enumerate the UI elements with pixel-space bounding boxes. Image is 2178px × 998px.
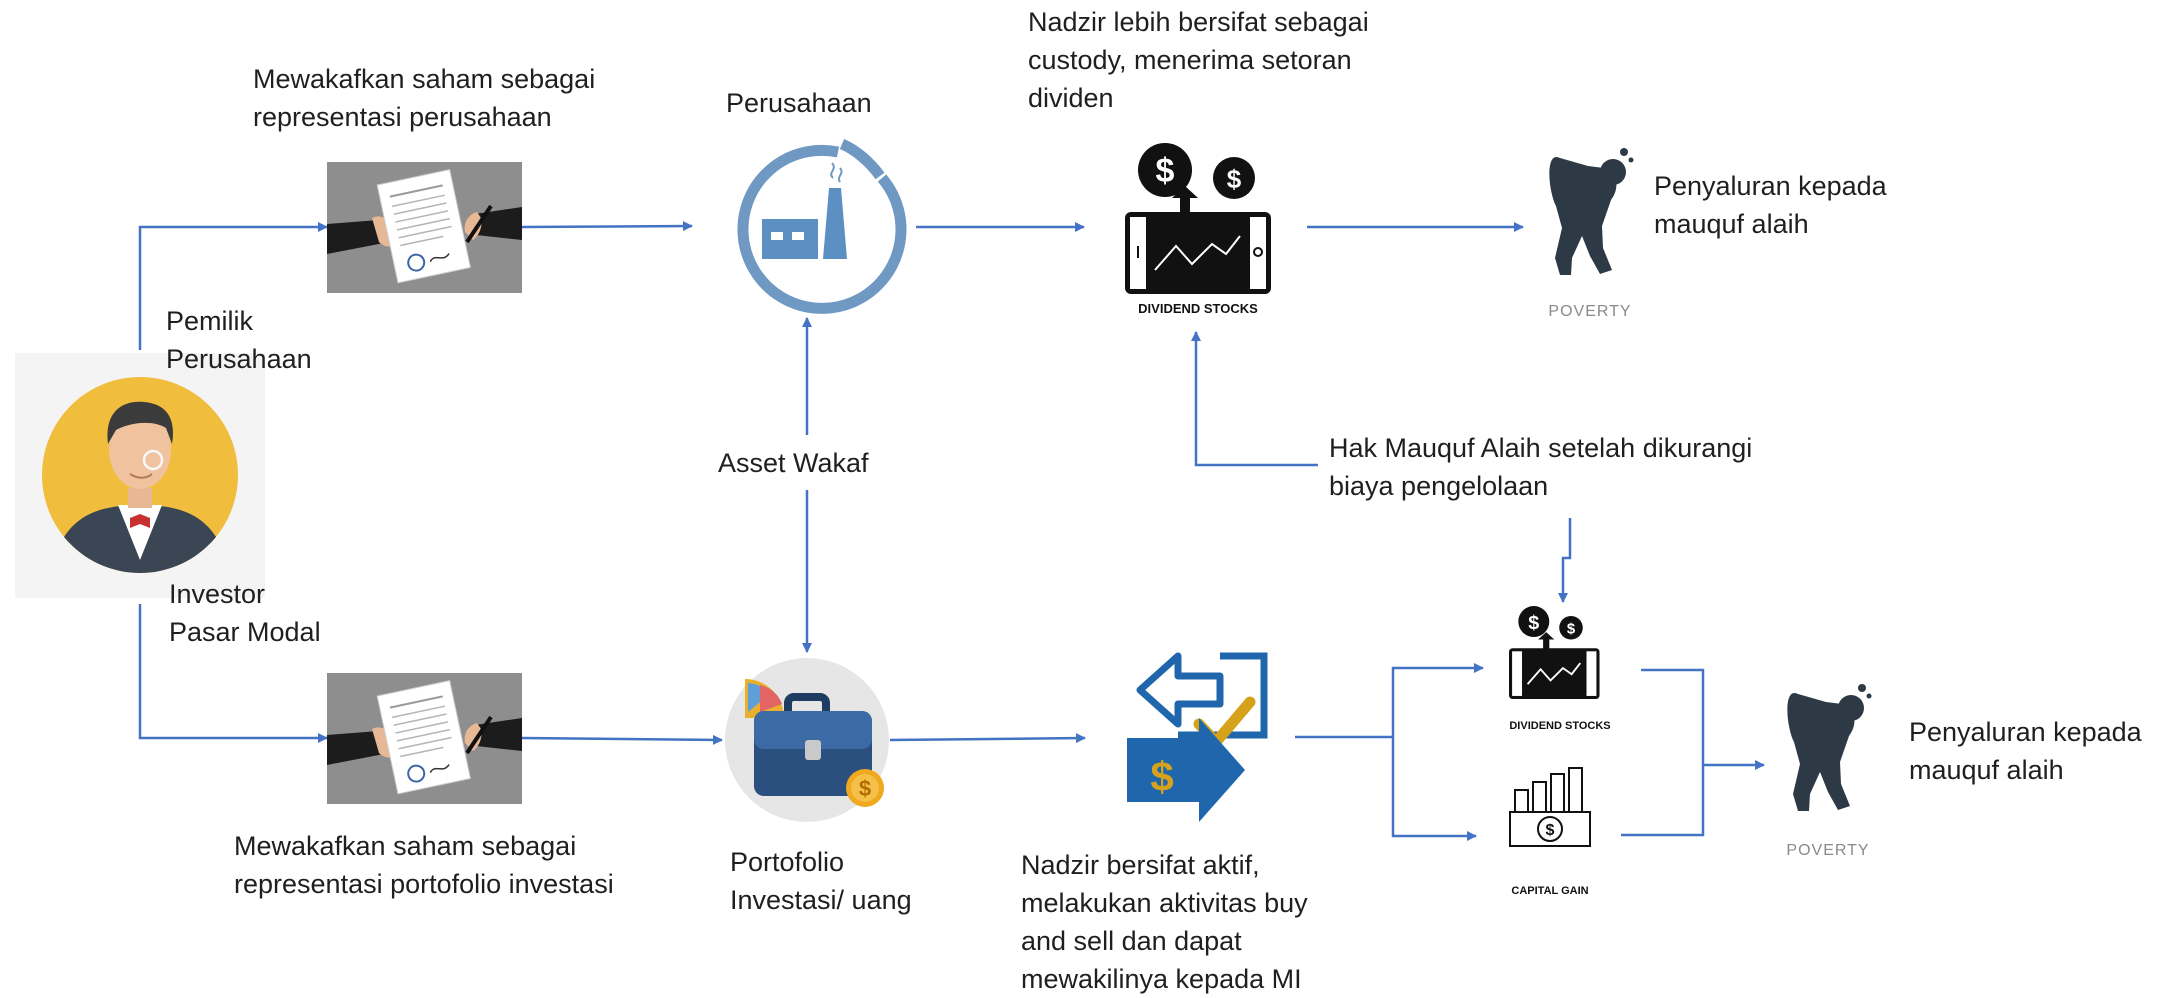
- label-line: dividen: [1028, 83, 1114, 113]
- signing-document-icon: [327, 673, 522, 804]
- arrow-document-to-portofolio: [520, 734, 723, 745]
- label-line: Mewakafkan saham sebagai: [253, 64, 596, 94]
- poverty-icon: POVERTY: [1548, 148, 1634, 320]
- dividend-stocks-icon: $ $ DIVIDEND STOCKS: [1125, 143, 1271, 316]
- svg-text:$: $: [859, 776, 871, 801]
- label-penyaluran-bottom: Penyaluran kepada mauquf alaih: [1909, 713, 2142, 789]
- label-line: mauquf alaih: [1909, 755, 2064, 785]
- label-line: Perusahaan: [166, 344, 312, 374]
- label-line: and sell dan dapat: [1021, 926, 1242, 956]
- capital-gain-caption: CAPITAL GAIN: [1511, 885, 1588, 897]
- svg-text:$: $: [1546, 822, 1555, 839]
- label-mewakafkan-portofolio: Mewakafkan saham sebagai representasi po…: [234, 827, 614, 903]
- label-line: Penyaluran kepada: [1654, 171, 1887, 201]
- arrow-capital-gain-to-merge: [1621, 765, 1705, 837]
- label-line: representasi perusahaan: [253, 102, 552, 132]
- label-line: Pemilik: [166, 306, 254, 336]
- factory-icon: [737, 138, 907, 314]
- arrow-dividend-bottom-to-merge: [1641, 668, 1705, 765]
- arrow-document-to-perusahaan: [520, 221, 693, 232]
- svg-text:$: $: [1227, 164, 1242, 194]
- svg-text:$: $: [1567, 621, 1576, 637]
- label-line: mewakilinya kepada MI: [1021, 964, 1302, 994]
- label-line: Asset Wakaf: [718, 448, 869, 478]
- label-asset-wakaf: Asset Wakaf: [718, 444, 869, 482]
- label-line: Penyaluran kepada: [1909, 717, 2142, 747]
- investor-avatar: [15, 353, 265, 598]
- label-perusahaan: Perusahaan: [726, 84, 872, 122]
- poverty-caption: POVERTY: [1548, 303, 1631, 320]
- label-pemilik-perusahaan: Pemilik Perusahaan: [166, 302, 312, 378]
- label-portofolio-investasi: Portofolio Investasi/ uang: [730, 843, 912, 919]
- label-line: Nadzir lebih bersifat sebagai: [1028, 7, 1369, 37]
- label-line: Portofolio: [730, 847, 845, 877]
- label-line: biaya pengelolaan: [1329, 471, 1549, 501]
- label-line: Mewakafkan saham sebagai: [234, 831, 577, 861]
- label-line: Nadzir bersifat aktif,: [1021, 850, 1260, 880]
- label-line: melakukan aktivitas buy: [1021, 888, 1308, 918]
- exchange-icon: $: [1127, 652, 1268, 822]
- label-line: Pasar Modal: [169, 617, 321, 647]
- label-mewakafkan-perusahaan: Mewakafkan saham sebagai representasi pe…: [253, 60, 595, 136]
- arrow-hak-mauquf-to-dividend-bottom: [1558, 518, 1572, 603]
- connectors: [138, 221, 1765, 841]
- dividend-stocks-caption: DIVIDEND STOCKS: [1138, 301, 1258, 316]
- label-nadzir-custody: Nadzir lebih bersifat sebagai custody, m…: [1028, 3, 1369, 117]
- arrow-split-to-capital-gain: [1391, 737, 1477, 841]
- arrow-hak-mauquf-to-dividend-top: [1191, 331, 1318, 467]
- dividend-stocks-icon: $ $: [1509, 606, 1600, 700]
- poverty-caption: POVERTY: [1786, 842, 1869, 859]
- label-penyaluran-top: Penyaluran kepada mauquf alaih: [1654, 167, 1887, 243]
- label-hak-mauquf: Hak Mauquf Alaih setelah dikurangi biaya…: [1329, 429, 1752, 505]
- svg-text:$: $: [1528, 612, 1539, 634]
- label-line: custody, menerima setoran: [1028, 45, 1352, 75]
- capital-gain-icon: $ CAPITAL GAIN: [1509, 767, 1591, 897]
- briefcase-icon: $: [725, 658, 889, 822]
- dividend-stocks-caption: DIVIDEND STOCKS: [1509, 720, 1610, 732]
- label-nadzir-aktif: Nadzir bersifat aktif, melakukan aktivit…: [1021, 846, 1308, 998]
- label-line: Investasi/ uang: [730, 885, 912, 915]
- arrow-split-to-dividend-bottom: [1391, 663, 1484, 737]
- label-line: Hak Mauquf Alaih setelah dikurangi: [1329, 433, 1753, 463]
- arrow-investor-to-document-bottom: [138, 604, 328, 743]
- label-line: representasi portofolio investasi: [234, 869, 614, 899]
- label-line: mauquf alaih: [1654, 209, 1809, 239]
- signing-document-icon: [327, 162, 522, 293]
- svg-text:$: $: [1150, 753, 1173, 800]
- svg-text:$: $: [1156, 152, 1175, 190]
- label-line: Investor: [169, 579, 266, 609]
- label-investor-pasar-modal: Investor Pasar Modal: [169, 575, 321, 651]
- arrow-investor-to-document-top: [138, 222, 328, 350]
- arrow-portofolio-to-exchange: [889, 733, 1086, 744]
- label-line: Perusahaan: [726, 88, 872, 118]
- poverty-icon: POVERTY: [1786, 684, 1872, 859]
